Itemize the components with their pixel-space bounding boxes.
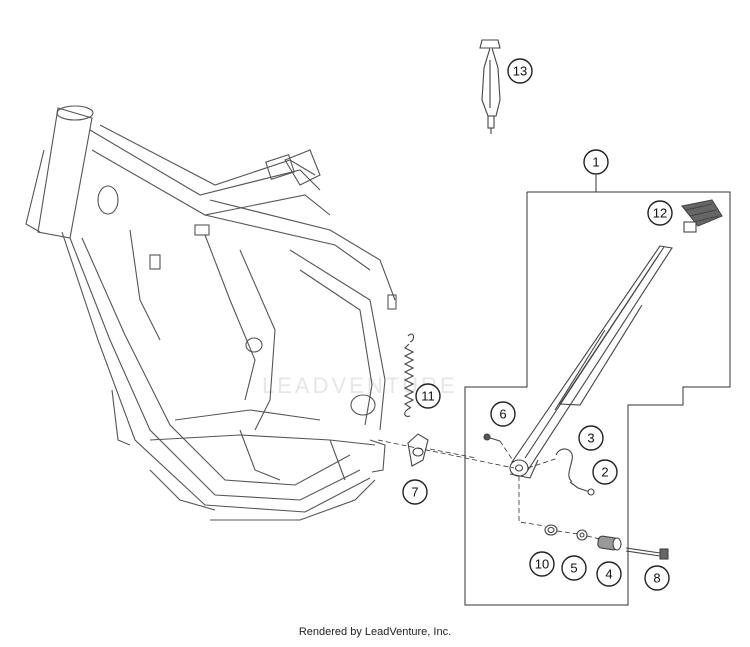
- clip-part: [555, 448, 579, 489]
- callout-11: 11: [415, 383, 441, 409]
- callout-3: 3: [578, 425, 604, 451]
- svg-text:1: 1: [592, 155, 599, 170]
- callout-10: 10: [529, 551, 555, 577]
- svg-text:12: 12: [653, 206, 667, 221]
- washer-10-part: [544, 524, 558, 536]
- callout-4: 4: [596, 561, 622, 587]
- footer-credit: Rendered by LeadVenture, Inc.: [298, 626, 452, 638]
- svg-text:5: 5: [570, 561, 577, 576]
- callout-8: 8: [644, 565, 670, 591]
- svg-text:6: 6: [499, 407, 506, 422]
- callout-2: 2: [592, 459, 618, 485]
- svg-text:3: 3: [587, 431, 594, 446]
- svg-text:7: 7: [411, 485, 418, 500]
- side-stand-assembly-box: [464, 175, 731, 606]
- bushing-4-part: [597, 535, 622, 551]
- spring-part: [403, 333, 415, 417]
- svg-text:2: 2: [601, 465, 608, 480]
- screw-part: [577, 487, 595, 496]
- svg-text:10: 10: [535, 557, 549, 572]
- screw-6-part: [483, 433, 501, 442]
- rubber-foot-part: [681, 199, 723, 233]
- cam-lever-part: [407, 433, 429, 467]
- assembly-leader-lines: [377, 439, 601, 540]
- motorcycle-frame: [25, 105, 397, 521]
- callout-1: 1: [583, 149, 609, 175]
- callout-6: 6: [490, 401, 516, 427]
- svg-text:11: 11: [421, 389, 435, 404]
- svg-text:13: 13: [513, 64, 527, 79]
- washer-5-part: [576, 529, 588, 541]
- spring-hook-tool-part: [479, 39, 501, 134]
- svg-text:8: 8: [653, 571, 660, 586]
- bolt-8-part: [625, 547, 669, 560]
- callout-7: 7: [402, 479, 428, 505]
- callout-5: 5: [561, 555, 587, 581]
- side-stand-part: [509, 245, 673, 479]
- callout-13: 13: [507, 58, 533, 84]
- svg-text:4: 4: [605, 567, 612, 582]
- callout-12: 12: [647, 200, 673, 226]
